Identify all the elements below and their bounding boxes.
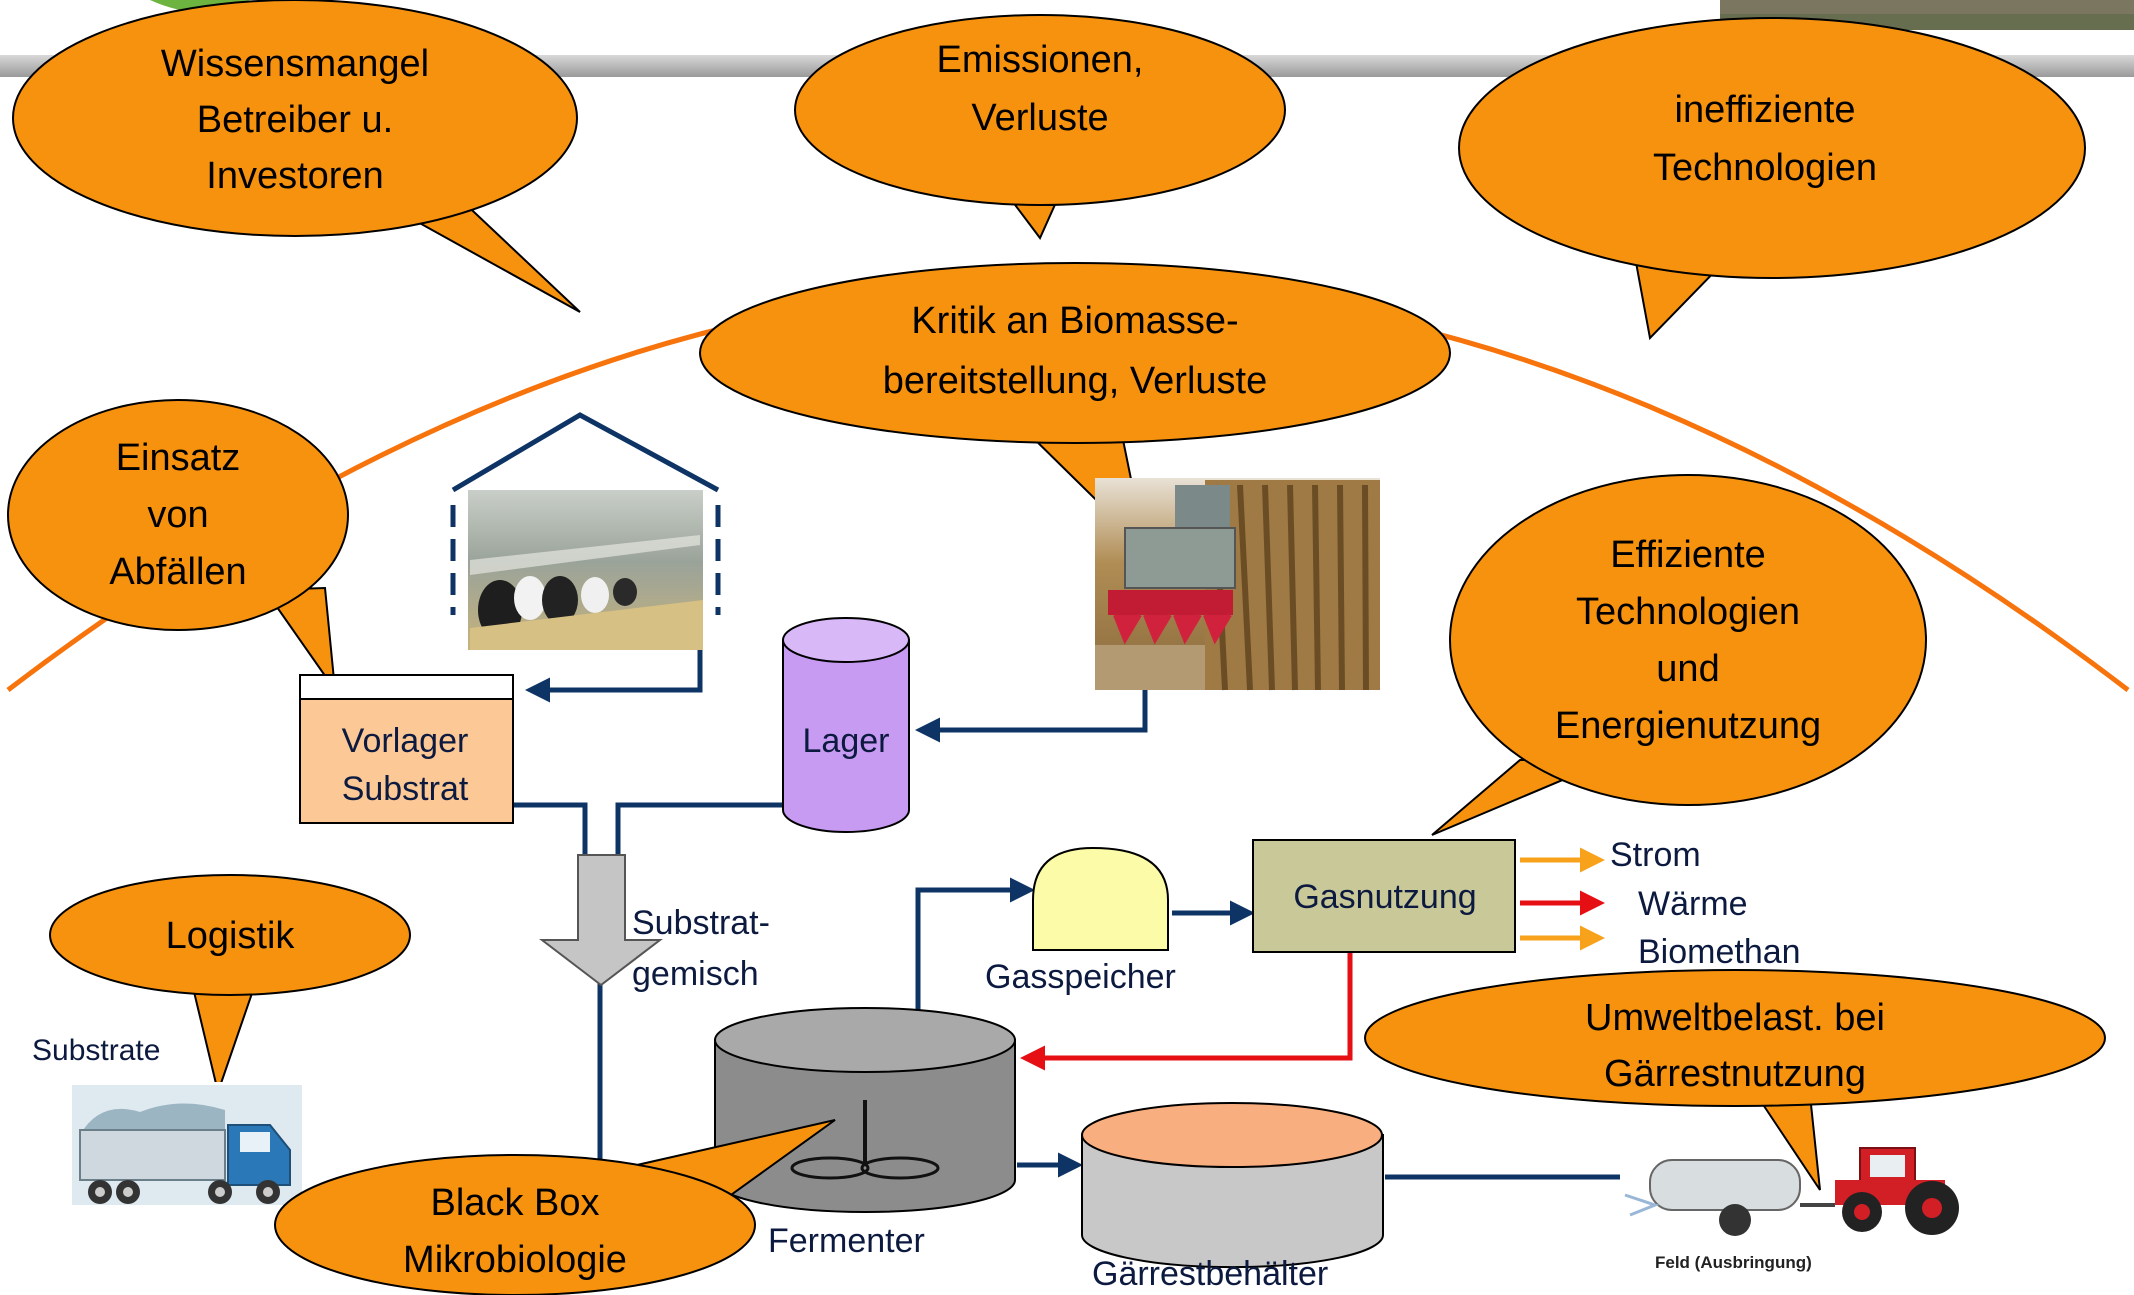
bubble-logistik <box>49 874 411 1096</box>
blackbox-line1: Black Box <box>431 1182 600 1224</box>
corn-harvester-image <box>1095 478 1380 691</box>
vorlager-line1: Vorlager <box>342 722 469 760</box>
bubble-ineffizient <box>1458 17 2086 341</box>
bubble-kritik <box>699 262 1451 552</box>
ineffizient-line2: Technologien <box>1653 147 1877 189</box>
wissensmangel-line1: Wissensmangel <box>161 43 429 85</box>
kritik-line1: Kritik an Biomasse- <box>911 300 1238 342</box>
output-biomethan: Biomethan <box>1638 933 1801 971</box>
effiziente-line4: Energienutzung <box>1555 705 1821 747</box>
umwelt-line1: Umweltbelast. bei <box>1585 997 1885 1039</box>
gasnutzung-box <box>1252 839 1516 953</box>
einsatz-line3: Abfällen <box>109 551 246 593</box>
einsatz-line1: Einsatz <box>116 437 241 479</box>
einsatz-line2: von <box>147 494 208 536</box>
gasspeicher-label: Gasspeicher <box>985 958 1176 996</box>
cow-barn-image <box>450 412 721 650</box>
ineffizient-line1: ineffiziente <box>1675 89 1856 131</box>
substratgemisch-line2: gemisch <box>632 955 759 993</box>
emissionen-line2: Verluste <box>971 97 1108 139</box>
feld-label: Feld (Ausbringung) <box>1655 1253 1812 1272</box>
substratgemisch-arrow <box>539 854 663 987</box>
heat-return-line <box>1020 952 1353 1071</box>
vorlager-line2: Substrat <box>342 770 469 808</box>
vorlager-substrat-tank <box>299 674 514 824</box>
wissensmangel-line3: Investoren <box>206 155 383 197</box>
output-waerme: Wärme <box>1638 885 1748 923</box>
gaerrest-label: Gärrestbehälter <box>1092 1255 1328 1293</box>
effiziente-line1: Effiziente <box>1610 534 1766 576</box>
bubble-einsatz <box>7 399 349 694</box>
substratgemisch-line1: Substrat- <box>632 904 770 942</box>
bubble-umwelt <box>1364 969 2106 1191</box>
bubble-emissionen <box>794 14 1286 240</box>
wissensmangel-line2: Betreiber u. <box>197 99 393 141</box>
tractor-tanker-image <box>1620 1125 2040 1243</box>
effiziente-line3: und <box>1656 648 1719 690</box>
bubble-blackbox <box>274 1119 836 1295</box>
dump-truck-image <box>72 1082 302 1224</box>
fermenter-label: Fermenter <box>768 1222 925 1260</box>
gasspeicher-dome <box>1032 846 1169 951</box>
fermenter-tank <box>714 1007 1016 1213</box>
bubble-wissensmangel <box>12 0 581 313</box>
umwelt-line2: Gärrestnutzung <box>1604 1053 1866 1095</box>
emissionen-line1: Emissionen, <box>937 39 1144 81</box>
lager-silo <box>782 617 910 833</box>
gaerrestbehaelter-tank <box>1081 1102 1384 1269</box>
gasnutzung-label: Gasnutzung <box>1293 878 1476 916</box>
kritik-line2: bereitstellung, Verluste <box>883 360 1267 402</box>
effiziente-line2: Technologien <box>1576 591 1800 633</box>
output-strom: Strom <box>1610 836 1701 874</box>
blackbox-line2: Mikrobiologie <box>403 1239 627 1281</box>
substrate-label: Substrate <box>32 1034 160 1067</box>
bubble-effiziente <box>1431 474 1927 836</box>
lager-label: Lager <box>803 722 890 760</box>
logistik-text: Logistik <box>166 915 296 957</box>
flow-lines <box>513 633 1645 1190</box>
